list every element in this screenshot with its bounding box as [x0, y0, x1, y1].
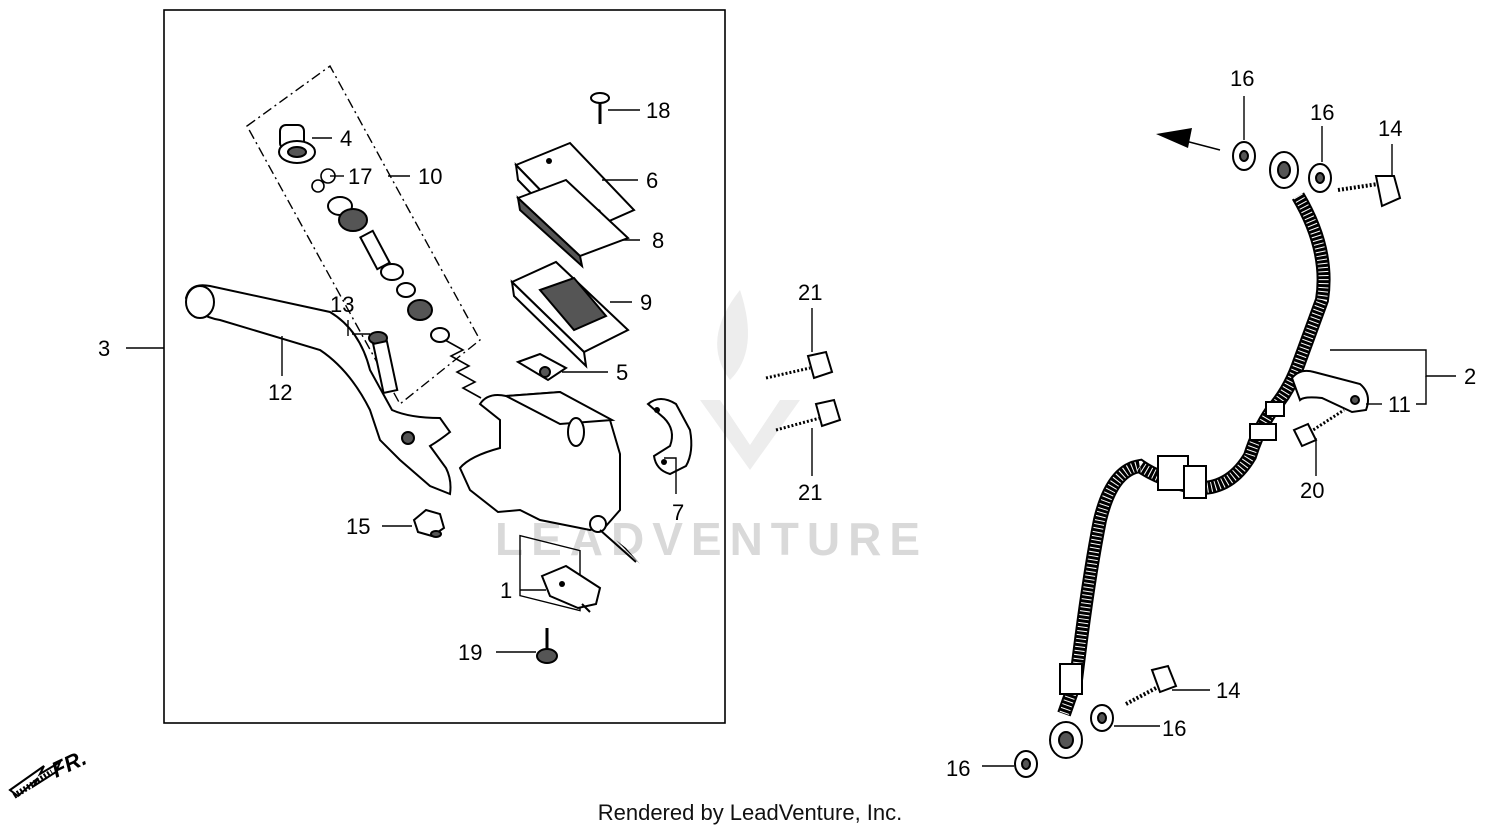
label-part-18: 18	[646, 98, 670, 123]
label-part-5: 5	[616, 360, 628, 385]
holder-bolt-lower-part	[775, 398, 842, 432]
hose-clamp-part	[1290, 369, 1369, 414]
oil-bolt-top-part	[1337, 175, 1402, 208]
diaphragm-plate-part	[516, 178, 630, 269]
footer-credit: Rendered by LeadVenture, Inc.	[597, 800, 903, 825]
label-part-1: 1	[500, 578, 512, 603]
circlip-part	[311, 168, 336, 193]
label-part-9: 9	[640, 290, 652, 315]
front-direction-arrow-icon	[8, 759, 63, 799]
label-part-16-top-right: 16	[1310, 100, 1334, 125]
sealing-washer-bottom-right-part	[1090, 704, 1114, 732]
label-part-2: 2	[1464, 364, 1476, 389]
clamp-bolt-part	[1292, 408, 1345, 448]
label-part-20: 20	[1300, 478, 1324, 503]
sealing-washer-top-right-part	[1308, 163, 1332, 193]
label-part-6: 6	[646, 168, 658, 193]
label-part-10: 10	[418, 164, 442, 189]
brake-hose-part	[1049, 151, 1331, 759]
label-part-16-bottom-right: 16	[1162, 716, 1186, 741]
label-part-3: 3	[98, 336, 110, 361]
brake-lever-part	[184, 284, 452, 496]
screw-part	[590, 92, 610, 124]
label-part-21-upper: 21	[798, 280, 822, 305]
label-part-14-top: 14	[1378, 116, 1402, 141]
label-part-4: 4	[340, 126, 352, 151]
boot-part	[278, 124, 316, 164]
holder-bolt-upper-part	[765, 350, 834, 380]
lever-nut-part	[412, 508, 446, 538]
label-part-7: 7	[672, 500, 684, 525]
label-part-16-top-left: 16	[1230, 66, 1254, 91]
label-part-12: 12	[268, 380, 292, 405]
label-part-16-bottom-left: 16	[946, 756, 970, 781]
label-part-8: 8	[652, 228, 664, 253]
label-part-13: 13	[330, 292, 354, 317]
direction-arrow-icon	[1156, 128, 1221, 151]
diaphragm-part	[510, 260, 630, 369]
watermark-logo	[700, 290, 800, 470]
handlebar-holder-part	[646, 398, 693, 476]
label-part-21-lower: 21	[798, 480, 822, 505]
sealing-washer-bottom-left-part	[1014, 750, 1038, 778]
label-part-11: 11	[1388, 392, 1411, 417]
piston-spring-part	[327, 196, 482, 399]
master-cylinder-frame	[163, 9, 726, 724]
label-part-19: 19	[458, 640, 482, 665]
front-direction-label: FR.	[48, 745, 91, 783]
lever-pivot-bolt-part	[368, 331, 399, 395]
piston-kit-outline	[246, 64, 481, 406]
label-part-17: 17	[348, 164, 372, 189]
label-part-15: 15	[346, 514, 370, 539]
reservoir-washer-part	[515, 352, 568, 382]
oil-bolt-bottom-part	[1125, 664, 1178, 706]
leader-lines	[126, 96, 1456, 767]
label-part-14-bottom: 14	[1216, 678, 1240, 703]
sealing-washer-top-left-part	[1232, 141, 1256, 171]
switch-screw-part	[536, 628, 558, 664]
master-cylinder-body-part	[458, 390, 640, 612]
brake-light-switch-part	[540, 564, 602, 613]
